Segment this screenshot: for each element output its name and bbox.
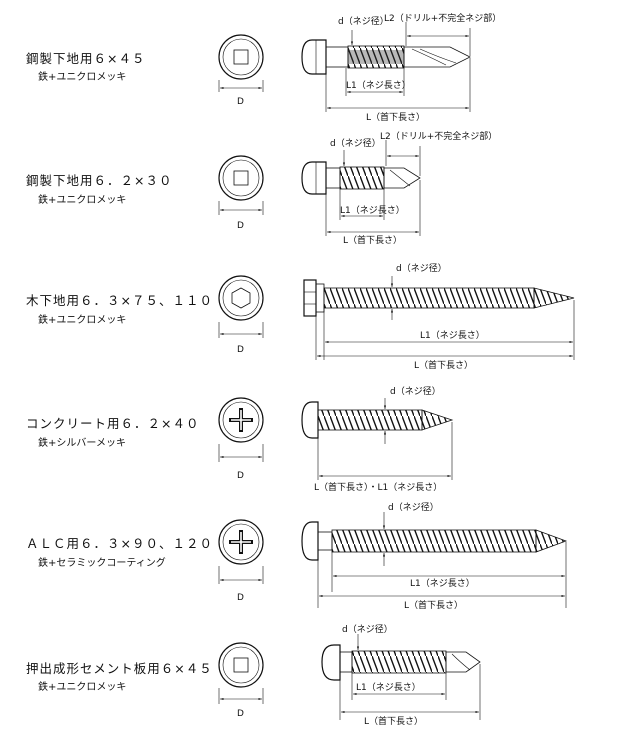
- screw-3-l-label: L（首下長さ）: [414, 359, 473, 371]
- screw-1-finish: 鉄+ユニクロメッキ: [38, 72, 127, 83]
- screw-6-side-view: d（ネジ径） L1（ネジ長さ） L（首下長さ）: [321, 623, 481, 727]
- screw-1-head-view: D: [218, 34, 264, 107]
- square-recess-icon: [233, 170, 249, 186]
- screw-5-title: ＡＬＣ用６．３×９０、１２０: [26, 536, 213, 551]
- screw-6-l-label: L（首下長さ）: [364, 715, 423, 727]
- screw-5-finish: 鉄+セラミックコーティング: [38, 558, 166, 569]
- screw-3-head-view: D: [218, 275, 264, 355]
- screw-1-d-label: d（ネジ径）: [338, 15, 389, 27]
- screw-2-finish: 鉄+ユニクロメッキ: [38, 195, 127, 206]
- screw-1-head-label: D: [237, 97, 244, 107]
- screw-2-head-view: D: [218, 155, 264, 231]
- screw-5-head-view: D: [218, 519, 264, 603]
- screw-4-side-view: d（ネジ径） L（首下長さ）・L1（ネジ長さ）: [301, 385, 454, 493]
- screw-6-title: 押出成形セメント板用６×４５: [26, 661, 213, 676]
- screw-5-side-view: d（ネジ径） L1（ネジ長さ） L（首下長さ）: [301, 501, 568, 611]
- screw-3-l1-label: L1（ネジ長さ）: [420, 330, 485, 341]
- screw-2-l2-label: L2（ドリル+不完全ネジ部）: [380, 130, 497, 142]
- screw-1-side-view: d（ネジ径） L2（ドリル+不完全ネジ部） L1（ネジ長さ） L（首下長さ）: [301, 12, 501, 123]
- screw-5-l1-label: L1（ネジ長さ）: [410, 578, 475, 589]
- screw-4-title: コンクリート用６．２×４０: [26, 416, 200, 431]
- screw-4-l-label: L（首下長さ）・L1（ネジ長さ）: [314, 481, 442, 493]
- screw-5-l-label: L（首下長さ）: [404, 599, 463, 611]
- square-recess-icon: [233, 657, 249, 673]
- screw-3-finish: 鉄+ユニクロメッキ: [38, 315, 127, 326]
- screw-6-finish: 鉄+ユニクロメッキ: [38, 682, 127, 693]
- screw-6-l1-label: L1（ネジ長さ）: [356, 682, 421, 693]
- screw-2-l-label: L（首下長さ）: [343, 234, 402, 246]
- screw-3-side-view: d（ネジ径） L1（ネジ長さ） L（首下長さ）: [303, 262, 575, 371]
- screw-1-title: 鋼製下地用６×４５: [26, 51, 146, 66]
- screw-6-head-label: D: [237, 709, 244, 719]
- screw-4-head-view: D: [218, 397, 264, 481]
- screw-5-head-label: D: [237, 593, 244, 603]
- screw-2-l1-label: L1（ネジ長さ）: [340, 205, 405, 216]
- screw-4-d-label: d（ネジ径）: [390, 385, 441, 397]
- screw-6-head-view: D: [218, 642, 264, 719]
- hex-recess-icon: [231, 287, 251, 309]
- screw-3-head-label: D: [237, 345, 244, 355]
- screw-4-head-label: D: [237, 471, 244, 481]
- screw-1-l2-label: L2（ドリル+不完全ネジ部）: [384, 12, 501, 24]
- screw-1-l-label: L（首下長さ）: [366, 111, 425, 123]
- screw-3-title: 木下地用６．３×７５、１１０: [26, 293, 213, 308]
- screw-2-d-label: d（ネジ径）: [330, 137, 381, 149]
- screw-2-title: 鋼製下地用６．２×３０: [26, 173, 173, 188]
- screw-5-d-label: d（ネジ径）: [388, 501, 439, 513]
- screw-3-d-label: d（ネジ径）: [396, 262, 447, 274]
- screw-6-d-label: d（ネジ径）: [342, 623, 393, 635]
- screw-2-side-view: d（ネジ径） L2（ドリル+不完全ネジ部） L1（ネジ長さ） L（首下長さ）: [301, 130, 497, 246]
- screw-2-head-label: D: [237, 221, 244, 231]
- square-recess-icon: [233, 49, 249, 65]
- screw-4-finish: 鉄+シルバーメッキ: [38, 438, 126, 449]
- screw-1-l1-label: L1（ネジ長さ）: [346, 80, 411, 91]
